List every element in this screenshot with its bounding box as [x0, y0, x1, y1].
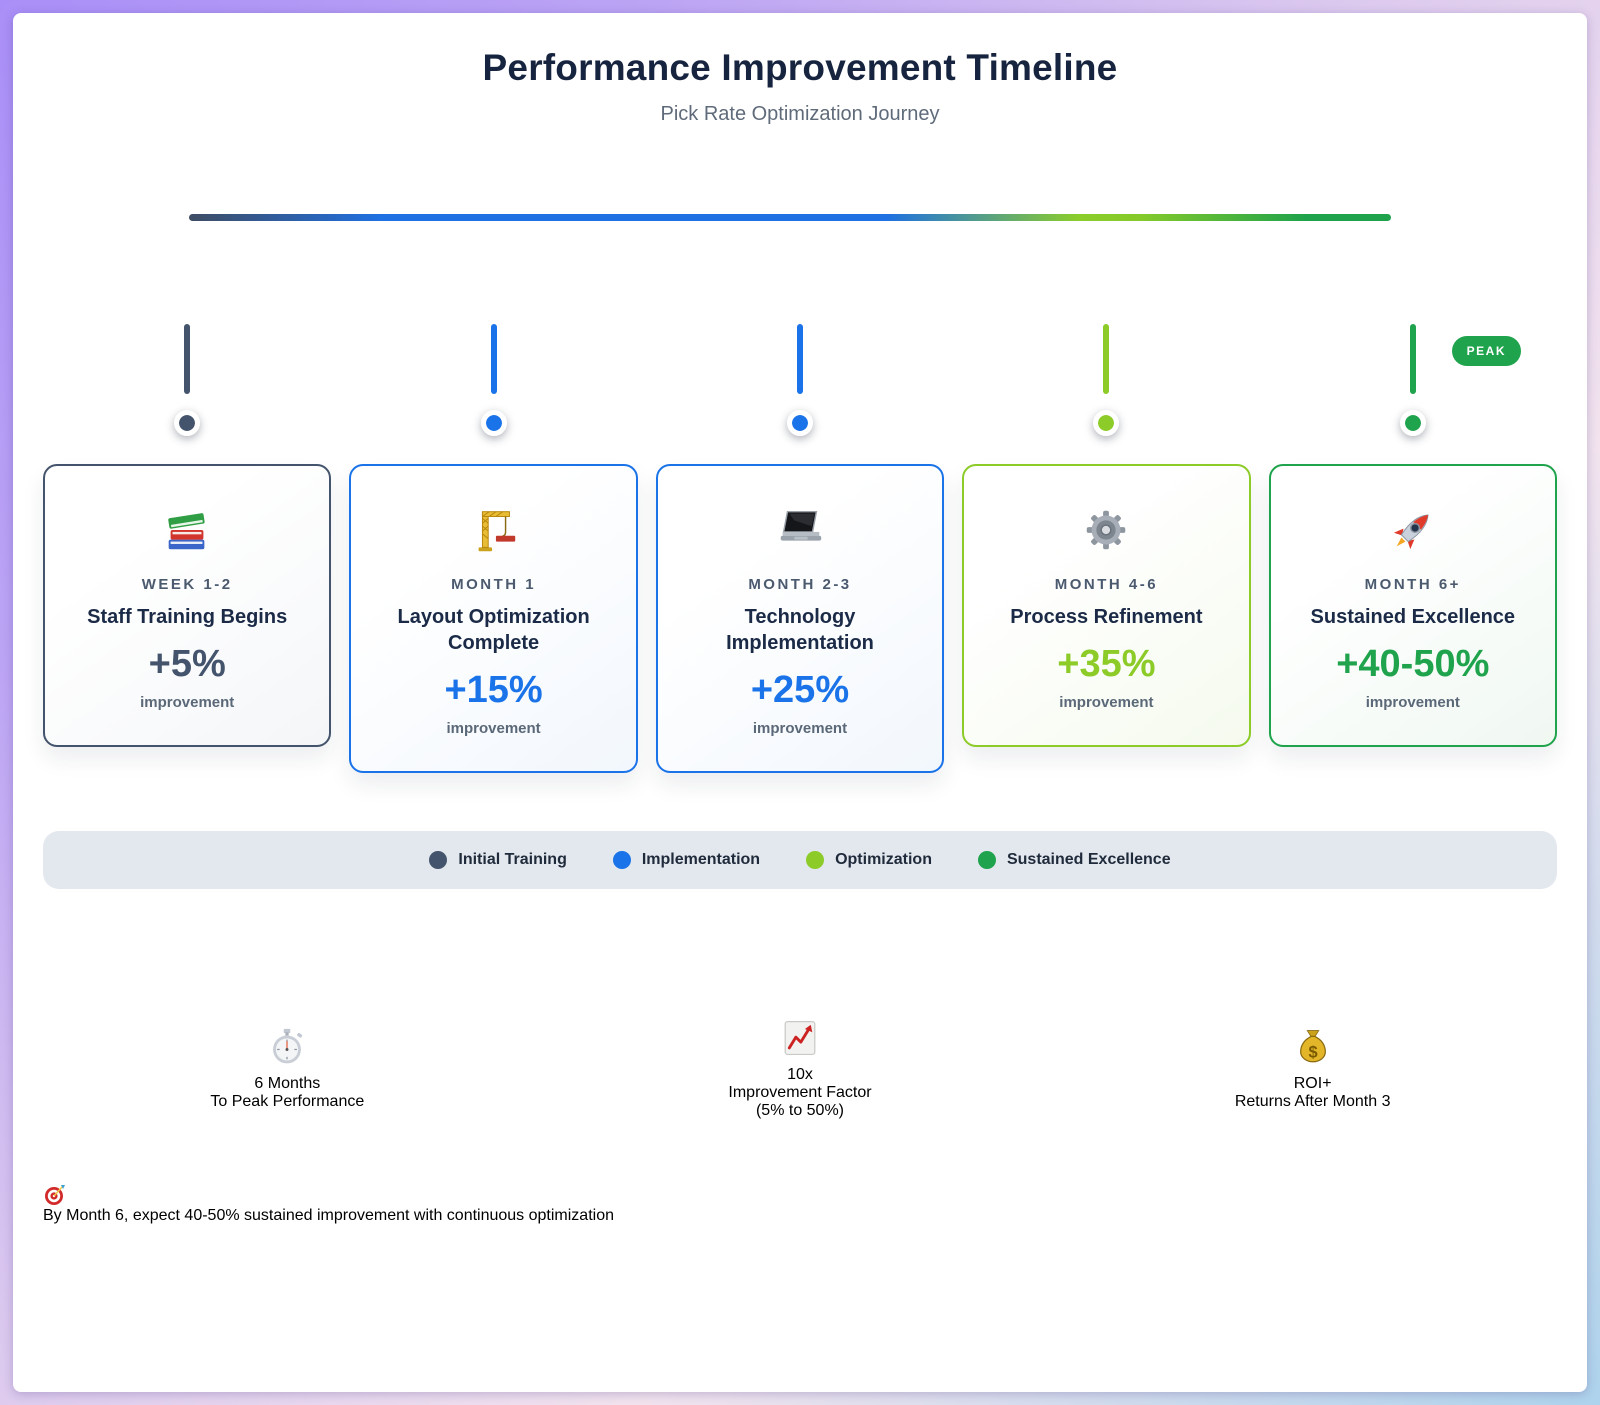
- stopwatch-icon: [264, 1024, 310, 1075]
- stat-label: Improvement Factor: [728, 1083, 872, 1101]
- legend-dot: [977, 851, 996, 869]
- callout-highlight: 40-50% sustained improvement: [184, 1207, 410, 1224]
- milestone-value: +5%: [148, 643, 226, 685]
- gear-icon: [982, 502, 1230, 558]
- legend-item-initial-training: Initial Training: [429, 851, 567, 869]
- stat-value: ROI+: [1293, 1074, 1332, 1092]
- legend-label: Optimization: [835, 851, 932, 868]
- timeline-tick: [490, 324, 497, 394]
- chart-up-icon: [777, 1015, 823, 1066]
- milestone-card: MONTH 1 Layout Optimization Complete +15…: [349, 464, 638, 773]
- timeline: PEAK WEEK 1-2 Staff Training Begins: [43, 214, 1557, 773]
- legend-item-optimization: Optimization: [806, 851, 932, 869]
- legend-dot: [612, 851, 631, 869]
- milestone-unit: improvement: [752, 720, 848, 737]
- milestone-value: +15%: [444, 669, 543, 711]
- stat-sublabel: (5% to 50%): [755, 1101, 845, 1119]
- milestone-period: MONTH 1: [451, 576, 537, 593]
- timeline-dot: [174, 410, 201, 436]
- timeline-dot: [1399, 410, 1426, 436]
- summary-stats: 6 Months To Peak Performance 10x Improve…: [43, 951, 1557, 1183]
- milestone-title: Layout Optimization Complete: [397, 606, 590, 654]
- laptop-icon: [676, 502, 924, 558]
- milestone-month-2-3: MONTH 2-3 Technology Implementation +25%…: [655, 324, 945, 773]
- timeline-tick: [1409, 324, 1416, 394]
- target-icon: [43, 1183, 1557, 1207]
- peak-badge: PEAK: [1451, 336, 1521, 366]
- timeline-track: [189, 214, 1391, 221]
- milestone-week-1-2: WEEK 1-2 Staff Training Begins +5% impro…: [43, 324, 332, 747]
- timeline-dot: [786, 410, 813, 436]
- page-title: Performance Improvement Timeline: [482, 47, 1118, 88]
- stat-card-months-to-peak: 6 Months To Peak Performance: [43, 951, 532, 1183]
- milestone-period: MONTH 2-3: [748, 576, 852, 593]
- stat-label: Returns After Month 3: [1234, 1092, 1391, 1110]
- callout-banner: By Month 6, expect 40-50% sustained impr…: [43, 1183, 1557, 1225]
- legend-label: Implementation: [641, 851, 761, 868]
- stat-value: 6 Months: [254, 1074, 321, 1092]
- page-subtitle: Pick Rate Optimization Journey: [660, 103, 940, 125]
- milestone-card: MONTH 2-3 Technology Implementation +25%…: [655, 464, 945, 773]
- milestone-title: Sustained Excellence: [1310, 606, 1516, 628]
- milestone-value: +40-50%: [1336, 643, 1490, 685]
- milestone-period: WEEK 1-2: [141, 576, 233, 593]
- books-icon: [63, 502, 311, 558]
- timeline-tick: [184, 324, 191, 394]
- stat-label: To Peak Performance: [210, 1092, 365, 1110]
- legend-dot: [806, 851, 825, 869]
- milestone-month-1: MONTH 1 Layout Optimization Complete +15…: [349, 324, 638, 773]
- stat-value: 10x: [787, 1065, 813, 1083]
- milestone-period: MONTH 6+: [1364, 576, 1461, 593]
- callout-lead: By Month 6, expect: [43, 1207, 180, 1224]
- legend-dot: [429, 851, 448, 869]
- infographic-sheet: Performance Improvement Timeline Pick Ra…: [13, 13, 1587, 1392]
- timeline-dot: [480, 410, 507, 436]
- money-bag-icon: $: [1290, 1024, 1336, 1075]
- milestone-value: +25%: [750, 669, 850, 711]
- legend-label: Initial Training: [458, 851, 567, 868]
- milestone-card: MONTH 6+ Sustained Excellence +40-50% im…: [1268, 464, 1557, 747]
- legend-label: Sustained Excellence: [1006, 851, 1171, 868]
- milestone-period: MONTH 4-6: [1054, 576, 1159, 593]
- milestone-card: MONTH 4-6 Process Refinement +35% improv…: [962, 464, 1251, 747]
- callout-tail: with continuous optimization: [413, 1207, 614, 1224]
- rocket-icon: [1289, 502, 1537, 558]
- milestone-unit: improvement: [140, 694, 235, 711]
- legend-item-sustained-excellence: Sustained Excellence: [977, 851, 1171, 869]
- legend-bar: Initial Training Implementation Optimiza…: [43, 831, 1557, 889]
- milestone-month-4-6: MONTH 4-6 Process Refinement +35% improv…: [962, 324, 1251, 747]
- milestone-unit: improvement: [1365, 694, 1460, 711]
- milestone-unit: improvement: [446, 720, 541, 737]
- stat-card-roi: $ ROI+ Returns After Month 3: [1068, 951, 1557, 1183]
- header: Performance Improvement Timeline Pick Ra…: [43, 47, 1557, 126]
- milestone-title: Technology Implementation: [726, 606, 874, 654]
- timeline-dot: [1093, 410, 1120, 436]
- crane-icon: [369, 502, 617, 558]
- milestone-title: Process Refinement: [1010, 606, 1203, 628]
- timeline-tick: [1103, 324, 1110, 394]
- legend-item-implementation: Implementation: [612, 851, 761, 869]
- milestone-month-6-plus: MONTH 6+ Sustained Excellence +40-50% im…: [1268, 324, 1557, 747]
- stat-card-improvement-factor: 10x Improvement Factor (5% to 50%): [556, 951, 1045, 1183]
- milestones: WEEK 1-2 Staff Training Begins +5% impro…: [43, 214, 1557, 773]
- svg-text:$: $: [1308, 1043, 1317, 1061]
- milestone-unit: improvement: [1059, 694, 1154, 711]
- milestone-card: WEEK 1-2 Staff Training Begins +5% impro…: [43, 464, 332, 747]
- milestone-value: +35%: [1057, 643, 1156, 685]
- milestone-title: Staff Training Begins: [87, 606, 288, 628]
- timeline-tick: [796, 324, 803, 394]
